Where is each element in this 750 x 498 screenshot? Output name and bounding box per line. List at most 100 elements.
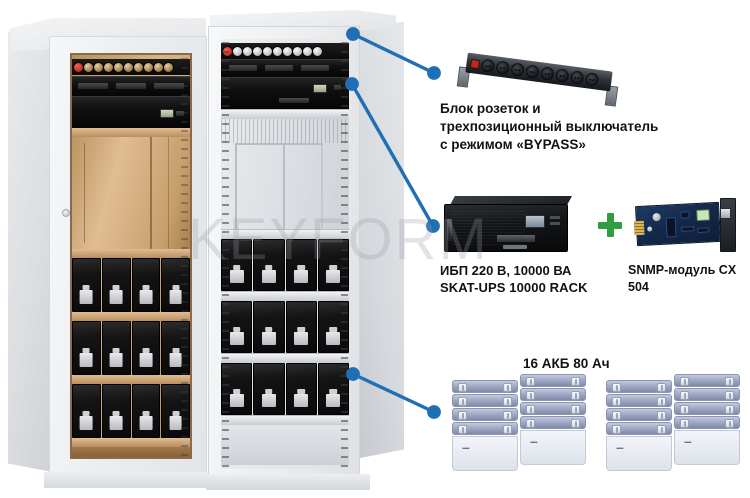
battery-terminal [503, 411, 512, 420]
plus-icon [598, 213, 622, 237]
leader-dot-ups-end [426, 219, 440, 233]
leader-dot-battery-end [427, 405, 441, 419]
pdu-socket [480, 57, 496, 73]
ups-handle [447, 219, 452, 241]
cabinet-front-frame [208, 26, 360, 482]
battery [131, 258, 161, 312]
battery-minus-label: – [684, 433, 692, 449]
battery [253, 301, 285, 353]
battery-shelf-row [221, 239, 349, 291]
terminal [104, 62, 113, 72]
battery-terminal [526, 405, 535, 414]
battery-terminal [680, 405, 689, 414]
battery-terminal [657, 397, 666, 406]
shelf-rail [72, 312, 190, 321]
terminal [243, 46, 252, 56]
battery-shelf-row [72, 258, 190, 312]
terminal-block-strip [221, 43, 349, 59]
battery-top [520, 416, 586, 429]
mounting-rail [181, 55, 188, 457]
battery-terminal [571, 391, 580, 400]
snmp-connector-green [696, 209, 710, 222]
battery-terminal [657, 383, 666, 392]
snmp-chip [665, 217, 677, 238]
pdu-body [465, 52, 613, 92]
ups-lcd-display [525, 215, 545, 228]
battery-minus-label: – [530, 433, 538, 449]
battery-terminal [725, 419, 734, 428]
battery-terminal [680, 419, 689, 428]
battery [101, 321, 131, 375]
snmp-rj45-port [720, 208, 731, 219]
battery-body: – + [674, 430, 740, 465]
battery [161, 258, 190, 312]
battery-top [674, 388, 740, 401]
battery [72, 384, 101, 438]
battery-top [520, 402, 586, 415]
battery [253, 363, 285, 415]
terminal-block-strip [72, 59, 190, 75]
battery-top [674, 416, 740, 429]
ups-control-buttons[interactable] [550, 216, 560, 228]
bottom-bay [221, 425, 349, 465]
shelf-rail [221, 415, 349, 425]
pdu-bypass-switch[interactable] [470, 58, 481, 69]
bottom-bay [72, 447, 190, 457]
snmp-capacitor [652, 212, 661, 222]
battery [101, 384, 131, 438]
battery [72, 321, 101, 375]
terminal [134, 62, 143, 72]
snmp-module-image [633, 198, 738, 254]
terminal [124, 62, 133, 72]
cabinet-lock-icon[interactable] [62, 209, 70, 217]
battery-stack: – + [674, 374, 740, 465]
battery-top [452, 422, 518, 435]
battery-body: – + [606, 436, 672, 471]
battery-body: – + [452, 436, 518, 471]
snmp-chip [681, 226, 695, 232]
ups-caption-line-2: SKAT-UPS 10000 RACK [440, 280, 588, 296]
battery [285, 239, 317, 291]
ups-in-rack-left [72, 96, 190, 128]
battery-top [606, 394, 672, 407]
terminal [313, 46, 322, 56]
pdu-socket [495, 59, 511, 75]
battery-terminal [458, 383, 467, 392]
ups-caption: ИБП 220 В, 10000 ВА SKAT-UPS 10000 RACK [440, 262, 620, 296]
rack-cabinet-closed [8, 14, 212, 488]
snmp-mount-bracket [720, 198, 736, 252]
battery-terminal [680, 391, 689, 400]
terminal [114, 62, 123, 72]
battery-shelf-row [72, 384, 190, 438]
cabinet-base-plinth [206, 474, 370, 490]
battery-terminal [503, 425, 512, 434]
battery-terminal [725, 391, 734, 400]
battery-terminal [458, 425, 467, 434]
terminal [144, 62, 153, 72]
shelf-rail [221, 291, 349, 301]
battery-stack: – + [452, 380, 518, 471]
battery-stack: – + [520, 374, 586, 465]
battery-bank-image: – + – + – + [452, 374, 742, 471]
battery [285, 363, 317, 415]
terminal [233, 46, 242, 56]
terminal [94, 62, 103, 72]
terminal-red [74, 62, 83, 72]
battery-top [452, 394, 518, 407]
equipment-panel-vents [221, 59, 349, 77]
battery-top [520, 374, 586, 387]
battery-minus-label: – [462, 439, 470, 455]
ups-front-panel [444, 204, 568, 252]
mounting-rail [341, 39, 348, 469]
battery [161, 384, 190, 438]
terminal [164, 62, 173, 72]
pdu-socket [555, 67, 570, 83]
shelf-rail [221, 109, 349, 119]
pdu-socket [510, 61, 525, 77]
battery-terminal [612, 411, 621, 420]
battery-terminal [526, 377, 535, 386]
snmp-chip [697, 227, 710, 233]
shelf-rail [72, 375, 190, 384]
pdu-socket [525, 63, 540, 79]
